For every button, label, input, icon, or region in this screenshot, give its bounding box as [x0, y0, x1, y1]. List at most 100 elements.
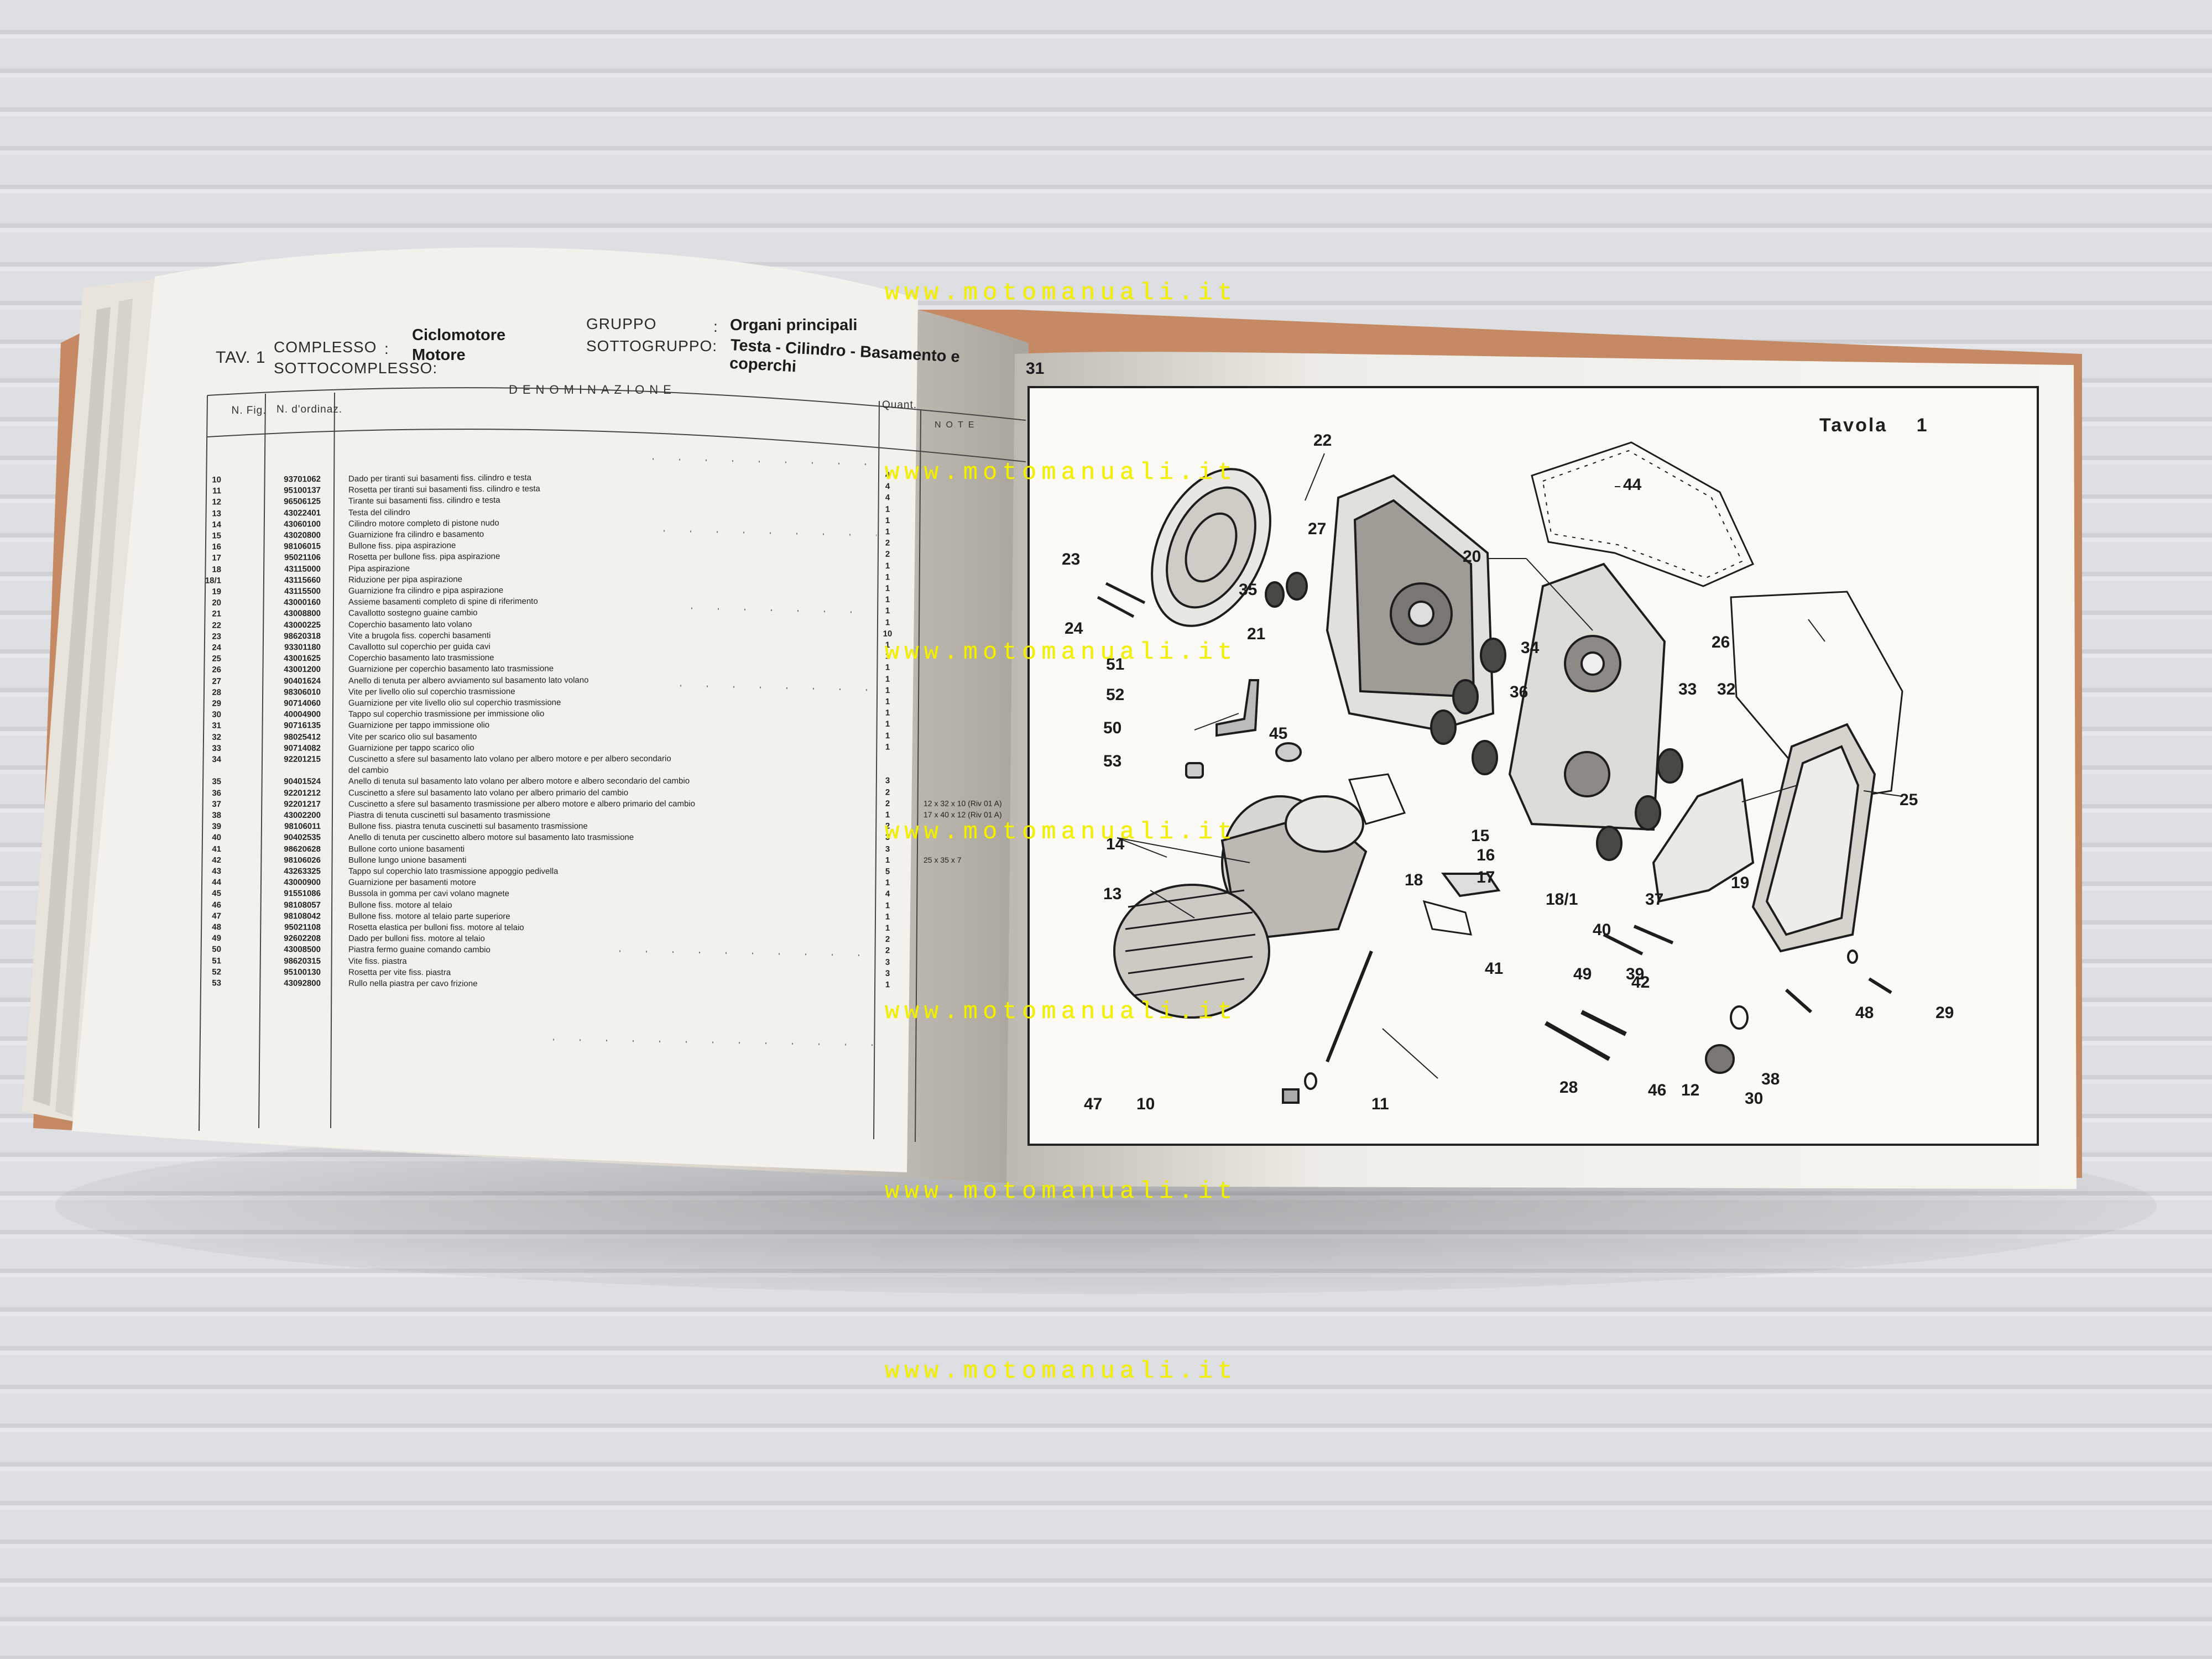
gasket-15-part [1348, 773, 1406, 825]
plate-38-part [1652, 778, 1755, 903]
row-quantity: 1 [885, 606, 890, 616]
row-quantity: 1 [885, 595, 890, 605]
row-quantity: 1 [885, 731, 890, 740]
row-fig-number: 37 [212, 799, 222, 809]
callout-41: 41 [1485, 959, 1504, 978]
row-fig-number: 44 [212, 878, 222, 888]
tie-rod-part [1326, 950, 1373, 1063]
row-quantity: 1 [885, 561, 890, 571]
row-order-code: 98620318 [284, 631, 321, 641]
row-fig-number: 30 [212, 709, 222, 719]
row-order-code: 43008800 [284, 609, 321, 619]
row-fig-number: 18/1 [205, 576, 222, 586]
row-order-code: 95100130 [284, 967, 321, 977]
bolt-47-part [1580, 1010, 1627, 1036]
plug-30-part [1705, 1044, 1735, 1074]
flywheel-cover-part [1151, 468, 1271, 627]
row-description: del cambio [348, 765, 389, 775]
row-note [924, 492, 1012, 493]
row-order-code: 43001625 [284, 654, 321, 664]
row-fig-number: 45 [212, 889, 222, 899]
row-description: Guarnizione per coperchio basamento lato… [348, 664, 554, 675]
diagram-title: Tavola 1 [1819, 415, 1929, 436]
callout-52: 52 [1106, 686, 1125, 704]
row-quantity: 2 [885, 946, 890, 956]
row-order-code: 90401624 [284, 676, 321, 686]
callout-29: 29 [1936, 1004, 1954, 1022]
row-description: Cavallotto sul coperchio per guida cavi [348, 641, 491, 652]
plate-50-part [1215, 679, 1260, 737]
row-note: 17 x 40 x 12 (Riv 01 A) [923, 810, 1002, 820]
row-order-code: 98620628 [284, 844, 321, 854]
row-fig-number: 40 [212, 833, 222, 843]
row-fig-number: 41 [212, 844, 222, 854]
watermark-4: www.motomanuali.it [885, 818, 1238, 846]
row-fig-number: 31 [212, 721, 222, 731]
row-description: Dado per bulloni fiss. motore al telaio [348, 933, 485, 944]
watermark-1: www.motomanuali.it [885, 279, 1238, 307]
row-description: Rullo nella piastra per cavo frizione [348, 978, 478, 989]
sottocomplesso-value: Motore [412, 346, 466, 364]
row-quantity: 1 [885, 617, 890, 628]
sottogruppo-value: Testa - Cilindro - Basamento e coperchi [729, 336, 961, 376]
row-note [924, 526, 1012, 527]
row-note: 12 x 32 x 10 (Riv 01 A) [923, 799, 1002, 808]
column-header-note: NOTE [935, 420, 979, 430]
callout-53: 53 [1103, 752, 1122, 770]
bolt-46-part [1545, 1021, 1610, 1061]
cylinder-part [1220, 795, 1368, 942]
callout-12: 12 [1681, 1081, 1700, 1099]
row-quantity: 1 [885, 912, 890, 922]
row-order-code: 43000160 [284, 597, 321, 608]
row-fig-number: 17 [212, 553, 222, 563]
crankcase-half-part [1508, 562, 1666, 831]
row-fig-number: 25 [212, 654, 222, 664]
row-fig-number: 23 [212, 632, 222, 641]
column-header-denominazione: DENOMINAZIONE [509, 383, 676, 397]
callout-25: 25 [1900, 791, 1918, 809]
row-fig-number: 13 [212, 508, 222, 519]
row-fig-number: 21 [212, 609, 222, 619]
row-description: Rosetta per vite fiss. piastra [348, 967, 451, 977]
bolt-42-part [1633, 925, 1674, 945]
row-fig-number: 32 [212, 732, 222, 742]
screw-28-part [1868, 977, 1892, 994]
row-description: Guarnizione fra cilindro e pipa aspirazi… [348, 585, 504, 596]
callout-24: 24 [1065, 619, 1083, 638]
row-fig-number: 34 [212, 754, 222, 764]
engine-diagram [1097, 441, 1903, 1104]
row-description: Tirante sui basamenti fiss. cilindro e t… [348, 495, 500, 507]
row-quantity: 1 [885, 515, 890, 525]
row-order-code: 90716135 [284, 721, 321, 731]
row-order-code: 90401524 [284, 777, 321, 787]
diagram-number: 1 [1916, 415, 1929, 436]
row-order-code: 98025412 [284, 732, 321, 742]
callout-26: 26 [1712, 633, 1730, 651]
row-order-code: 43115000 [284, 564, 321, 574]
row-description: Cuscinetto a sfere sul basamento lato vo… [348, 787, 629, 798]
callout-19: 19 [1731, 874, 1750, 892]
row-description: Anello di tenuta per cuscinetto albero m… [348, 833, 634, 843]
row-fig-number: 47 [212, 911, 222, 921]
dot-leaders [552, 458, 877, 1046]
row-fig-number: 19 [212, 587, 222, 597]
row-quantity: 1 [885, 980, 890, 990]
callout-33: 33 [1678, 680, 1697, 698]
callout-13: 13 [1103, 885, 1122, 903]
row-fig-number: 48 [212, 922, 222, 932]
row-quantity: 4 [885, 889, 890, 899]
